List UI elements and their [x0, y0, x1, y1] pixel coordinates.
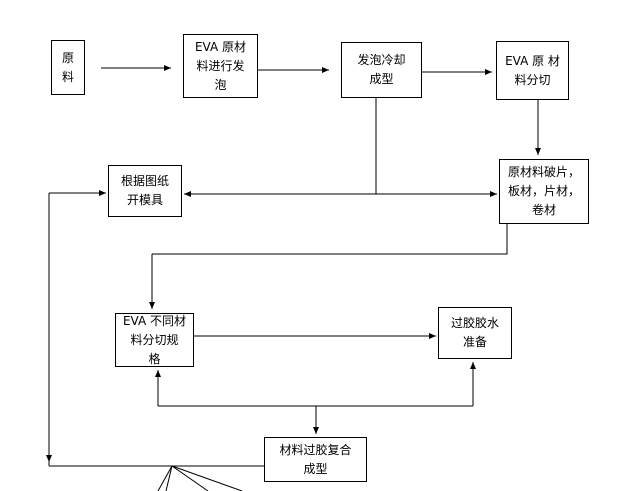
line-fan-1 [157, 465, 173, 491]
line-fan-3 [171, 465, 243, 491]
node-mold-making: 根据图纸 开模具 [108, 165, 182, 217]
node-eva-cutting: EVA 原 材 料分切 [496, 41, 569, 100]
line-sheet-to-cut2 [152, 224, 508, 255]
line-fan-2 [171, 465, 209, 491]
node-eva-spec-cutting: EVA 不同材 料分切规 格 [115, 313, 194, 367]
node-sheet-material: 原材料破片， 板材，片材， 卷材 [499, 159, 589, 224]
node-glue-preparation: 过胶胶水 准备 [438, 307, 512, 359]
node-foam-cooling: 发泡冷却 成型 [341, 42, 422, 98]
line-fan-4 [165, 465, 173, 491]
node-eva-foaming: EVA 原材 料进行发 泡 [183, 34, 258, 98]
node-glue-composite: 材料过胶复合 成型 [264, 437, 367, 482]
node-raw-material: 原 料 [51, 40, 85, 95]
